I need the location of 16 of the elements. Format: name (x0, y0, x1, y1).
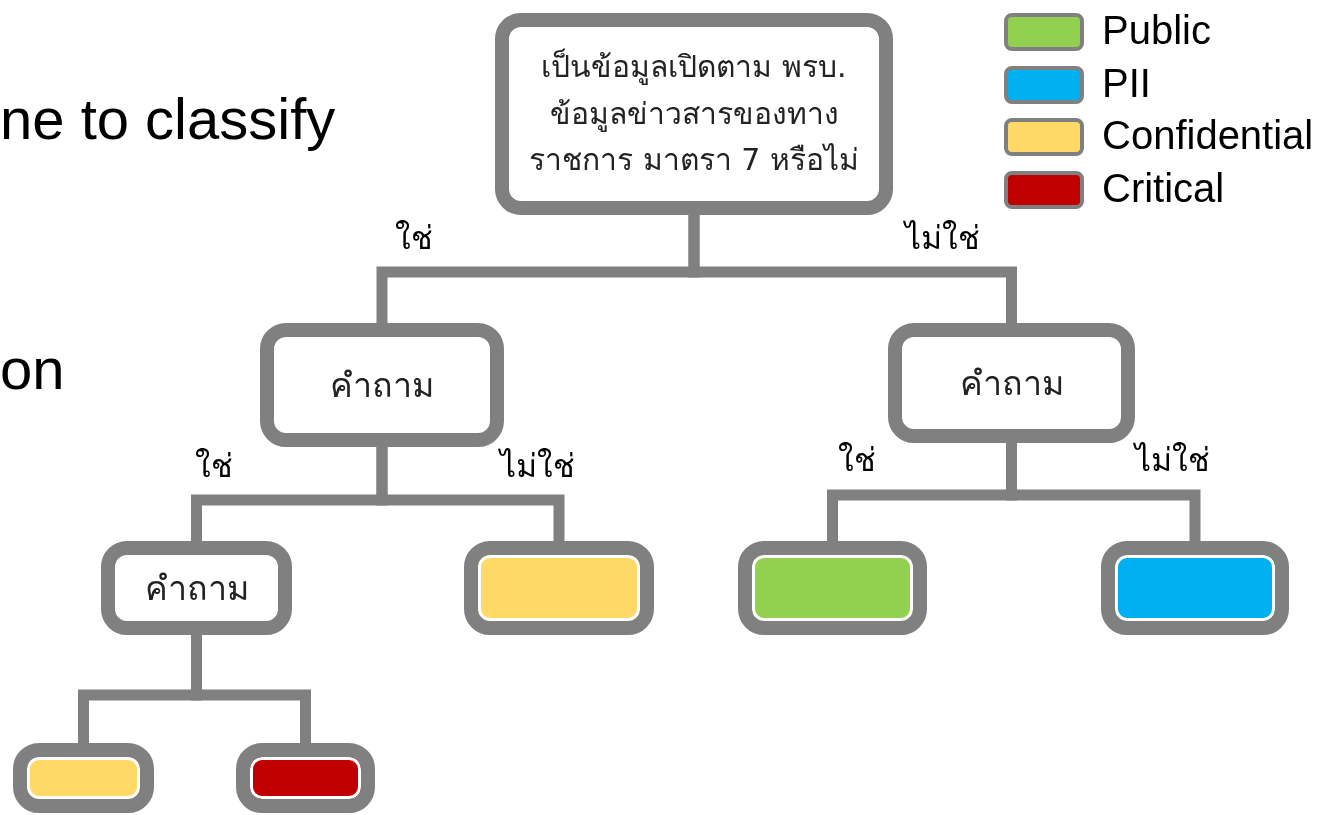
legend-label: PII (1102, 59, 1151, 106)
category-box (464, 541, 654, 635)
category-box (738, 541, 927, 635)
heading-text: ne to classify (0, 85, 336, 152)
legend-label: Critical (1102, 164, 1225, 211)
question-box: คำถาม (260, 323, 504, 447)
question-box: เป็นข้อมูลเปิดตาม พรบ. ข้อมูลข่าวสารของทางราชการ มาตรา 7 หรือไม่ (495, 13, 893, 215)
category-box (13, 743, 154, 813)
heading-text: on (0, 335, 65, 402)
question-box: คำถาม (101, 541, 292, 635)
connector-line (688, 215, 1017, 323)
category-box (1101, 541, 1289, 635)
question-box: คำถาม (888, 323, 1135, 443)
category-box (236, 743, 375, 813)
legend-label: Confidential (1102, 112, 1314, 158)
legend-label: Public (1102, 7, 1211, 53)
